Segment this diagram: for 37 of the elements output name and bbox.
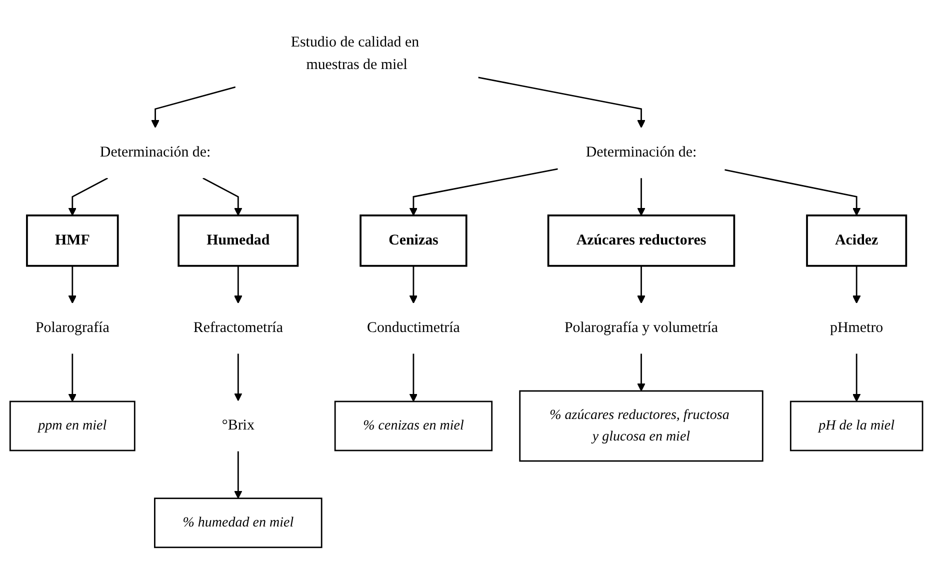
arrow (409, 168, 558, 216)
arrow (409, 265, 418, 304)
arrow (637, 353, 646, 391)
node-box: % humedad en miel (154, 497, 322, 548)
node-box: pH de la miel (790, 400, 924, 451)
arrow (478, 76, 646, 128)
arrow (409, 353, 418, 402)
node-box: % azúcares reductores, fructosa y glucosa en miel (519, 390, 764, 462)
node-box: % cenizas en miel (334, 400, 493, 451)
node-text: pHmetro (830, 320, 884, 336)
arrow (234, 353, 242, 401)
node-box: Cenizas (360, 214, 468, 266)
node-text: °Brix (222, 417, 254, 434)
node-text: Determinación de: (100, 144, 211, 160)
arrow (724, 168, 861, 216)
node-text: Polarografía (35, 320, 110, 336)
arrow (637, 178, 646, 216)
arrow (852, 265, 861, 304)
arrow (234, 265, 242, 304)
node-text: Conductimetría (366, 320, 460, 336)
arrow (68, 265, 77, 304)
arrow (68, 353, 77, 402)
node-text: Polarografía y volumetría (564, 320, 718, 336)
arrow (852, 353, 861, 402)
node-box: Azúcares reductores (547, 214, 736, 266)
arrow (68, 177, 108, 216)
arrow (151, 86, 236, 128)
arrow (637, 265, 646, 304)
node-box: HMF (26, 214, 119, 266)
node-box: Acidez (806, 214, 908, 266)
node-box: ppm en miel (9, 400, 136, 451)
node-text: Refractometría (193, 320, 283, 336)
node-text: Determinación de: (586, 144, 697, 160)
node-text: Estudio de calidad en muestras de miel (290, 34, 420, 72)
arrow (202, 177, 242, 216)
node-box: Humedad (178, 214, 299, 266)
arrow (234, 450, 242, 498)
